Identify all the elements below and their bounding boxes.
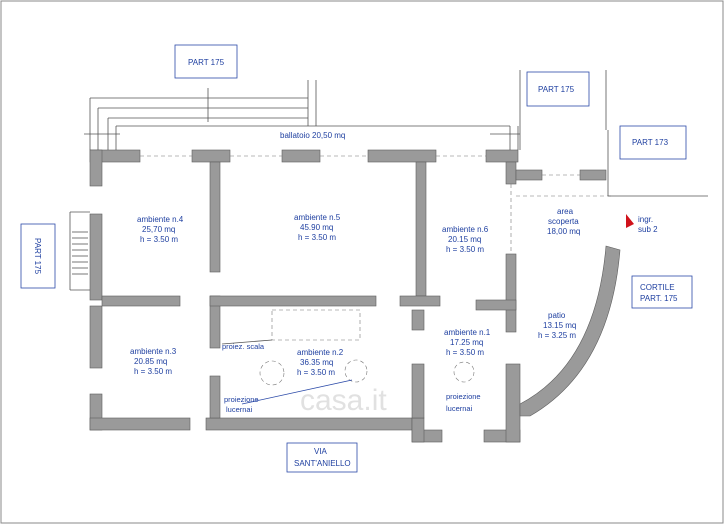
balcony-railing <box>84 80 520 150</box>
cortile-label-1: CORTILE <box>640 283 675 292</box>
amb4-area: 25,70 mq <box>142 225 175 234</box>
lucernai-2-line2: lucernai <box>446 404 473 413</box>
amb5-height: h = 3.50 m <box>298 233 336 242</box>
amb6-name: ambiente n.6 <box>442 225 489 234</box>
amb6-area: 20.15 mq <box>448 235 481 244</box>
lucernai-2-line1: proiezione <box>446 392 481 401</box>
part173-label: PART 173 <box>632 138 669 147</box>
amb2-name: ambiente n.2 <box>297 348 344 357</box>
proiez-scala-label: proiez. scala <box>222 342 265 351</box>
area-type: scoperta <box>548 217 579 226</box>
part175-left-box <box>20 223 56 289</box>
amb3-area: 20.85 mq <box>134 357 167 366</box>
amb3-height: h = 3.50 m <box>134 367 172 376</box>
amb5-area: 45.90 mq <box>300 223 333 232</box>
part173-box <box>619 125 687 160</box>
amb4-height: h = 3.50 m <box>140 235 178 244</box>
leader-line <box>221 339 273 345</box>
lucernai-1-line2: lucernai <box>226 405 253 414</box>
part175-left-label: PART 175 <box>33 238 42 275</box>
ingr-label-2: sub 2 <box>638 225 658 234</box>
via-label-1: VIA <box>314 447 328 456</box>
skylight-projection <box>259 360 285 386</box>
stair-projection <box>271 309 361 341</box>
amb2-height: h = 3.50 m <box>297 368 335 377</box>
entrance-arrow-icon <box>626 214 634 228</box>
cortile-label-2: PART. 175 <box>640 294 678 303</box>
part175-top-label: PART 175 <box>188 58 225 67</box>
cortile-box <box>631 275 693 309</box>
exterior-stair <box>69 211 90 291</box>
amb1-area: 17.25 mq <box>450 338 483 347</box>
patio-area: 13.15 mq <box>543 321 576 330</box>
via-box <box>286 442 358 473</box>
amb6-height: h = 3.50 m <box>446 245 484 254</box>
patio-height: h = 3.25 m <box>538 331 576 340</box>
patio-name: patio <box>548 311 566 320</box>
part175-top-box <box>174 44 238 79</box>
amb4-name: ambiente n.4 <box>137 215 184 224</box>
area-size: 18,00 mq <box>547 227 580 236</box>
amb1-height: h = 3.50 m <box>446 348 484 357</box>
area-name: area <box>557 207 574 216</box>
skylight-projection <box>453 361 475 383</box>
site-boundary <box>519 70 708 417</box>
part175-right-label: PART 175 <box>538 85 575 94</box>
walls <box>89 149 607 443</box>
via-label-2: SANT'ANIELLO <box>294 459 351 468</box>
watermark: casa.it <box>300 384 387 417</box>
amb3-name: ambiente n.3 <box>130 347 177 356</box>
part175-right-box <box>526 71 590 107</box>
leader-line <box>241 379 353 405</box>
amb1-name: ambiente n.1 <box>444 328 491 337</box>
amb2-area: 36.35 mq <box>300 358 333 367</box>
ingr-label-1: ingr. <box>638 215 653 224</box>
ballatoio-label: ballatoio 20,50 mq <box>280 131 345 140</box>
skylight-projection <box>344 359 368 383</box>
lucernai-1-line1: proiezione <box>224 395 259 404</box>
amb5-name: ambiente n.5 <box>294 213 341 222</box>
